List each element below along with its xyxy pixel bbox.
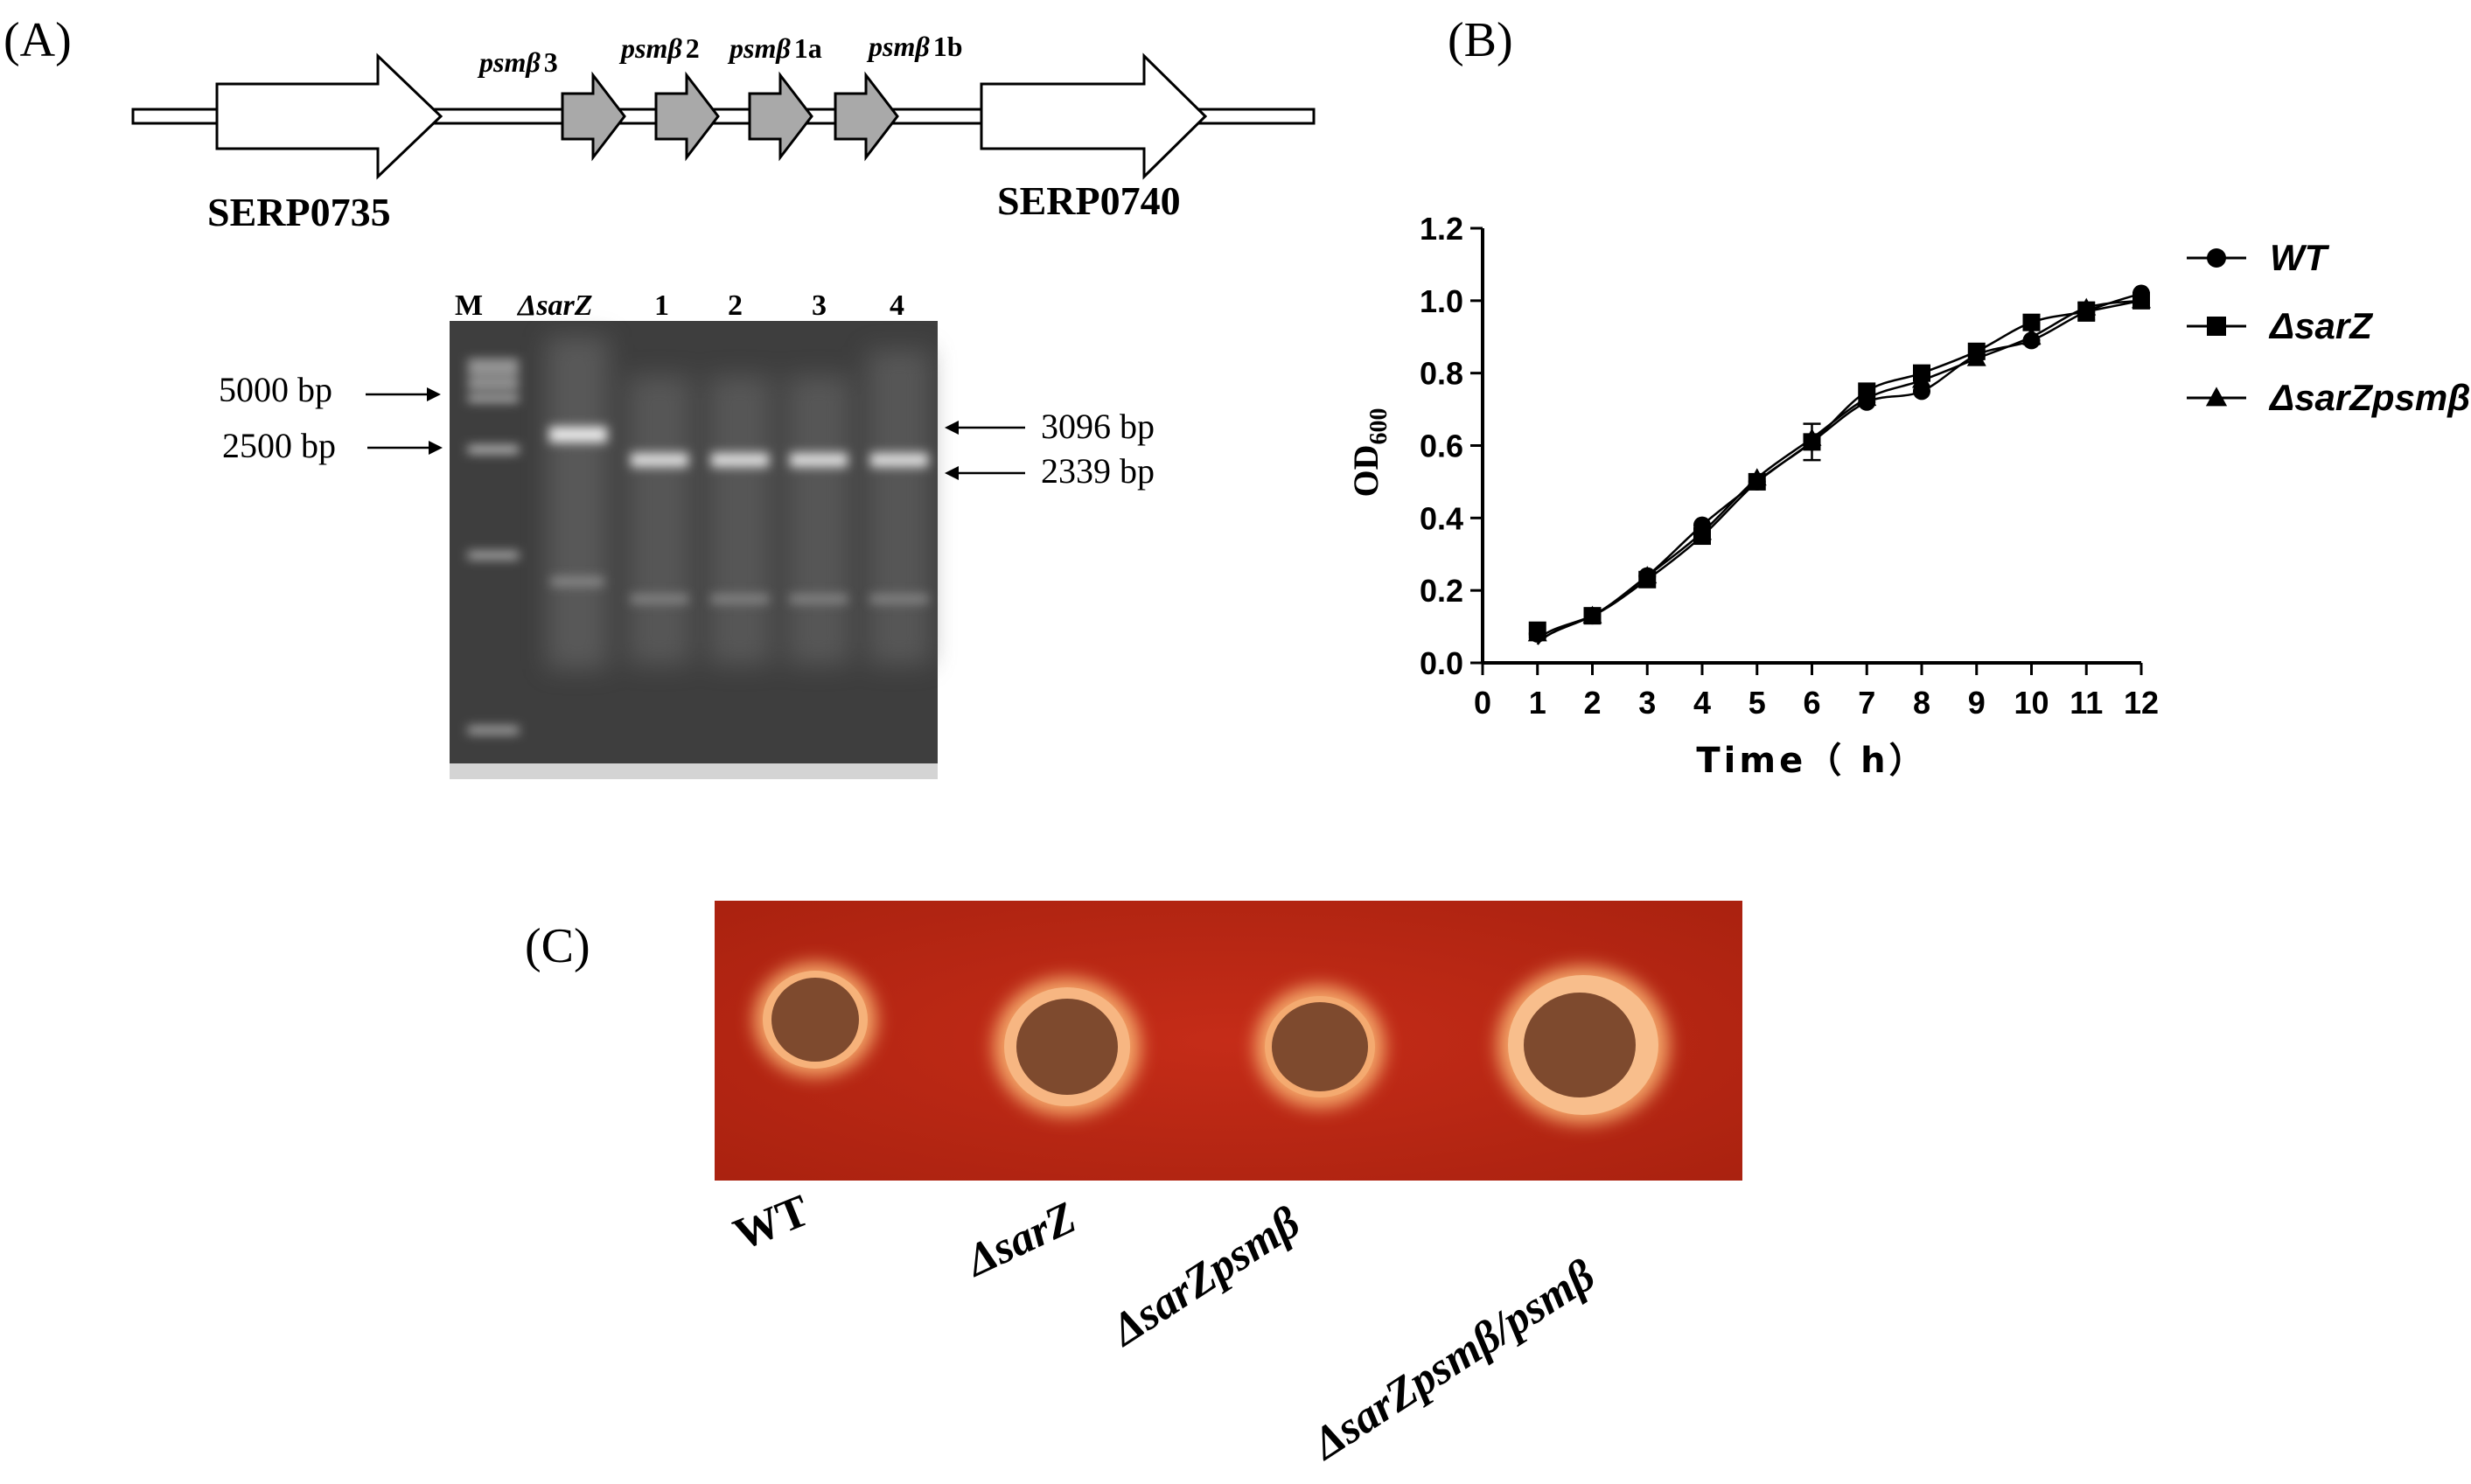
gene-psmb3: [561, 71, 626, 162]
y-axis-title-sub: 600: [1365, 408, 1393, 445]
gene-label-psmb1a-suffix: 1a: [794, 32, 822, 64]
gene-label-serp0735: SERP0735: [207, 190, 391, 234]
gene-psmb1b: [834, 71, 899, 162]
gel-lane-label-m: M: [455, 289, 483, 322]
gene-label-psmb2-suffix: 2: [686, 32, 700, 64]
band-arrowhead-2339: [945, 466, 959, 480]
x-tick-label: 11: [2070, 685, 2103, 721]
x-tick-label: 6: [1803, 685, 1820, 721]
legend-label: WT: [2270, 237, 2330, 278]
x-tick-label: 2: [1583, 685, 1601, 721]
x-tick-label: 4: [1693, 685, 1711, 721]
panel-a-label: (A): [3, 13, 72, 67]
gel-image: M ΔsarZ 1 2 3 4 5000 bp 2500 bp 3096 bp …: [219, 289, 1155, 779]
y-tick-label: 0.4: [1420, 500, 1463, 536]
blood-agar-plate: [715, 901, 1742, 1181]
data-point-triangle: [1747, 468, 1767, 486]
legend-label: ΔsarZpsmβ: [2268, 377, 2470, 418]
data-point-triangle: [1527, 624, 1547, 642]
panel-c-label: (C): [525, 919, 590, 973]
x-tick-label: 0: [1474, 685, 1491, 721]
x-axis-title: Time（ h）: [1696, 741, 1927, 781]
x-tick-label: 3: [1638, 685, 1656, 721]
gel-lane-label-3: 3: [812, 289, 827, 322]
gene-psmb1a: [748, 71, 813, 162]
gel-bands: [549, 427, 928, 603]
data-point-triangle: [1912, 370, 1931, 388]
gene-serp0740: [980, 52, 1208, 180]
y-tick-label: 0.6: [1420, 428, 1463, 464]
gene-label-psmb1a-prefix: psmβ: [727, 32, 791, 64]
gel-lane-label-sarz: ΔsarZ: [516, 289, 593, 322]
colony-sarzpsmb: [1255, 986, 1385, 1108]
y-axis-title-main: OD: [1346, 445, 1386, 498]
x-tick-label: 5: [1749, 685, 1766, 721]
legend-marker-triangle: [2205, 387, 2228, 407]
gene-psmb2: [654, 71, 720, 162]
gel-ladder: [468, 360, 519, 734]
strain-label-sarz: ΔsarZ: [957, 1193, 1083, 1287]
legend-marker-square: [2207, 317, 2226, 336]
strain-label-sarzpsmb: ΔsarZpsmβ: [1101, 1197, 1309, 1356]
ladder-label-5000: 5000 bp: [219, 370, 332, 409]
data-point-triangle: [1582, 605, 1602, 624]
y-tick-label: 0.8: [1420, 356, 1463, 392]
band-arrowhead-3096: [945, 421, 959, 435]
legend-label: ΔsarZ: [2268, 305, 2373, 346]
x-tick-label: 7: [1858, 685, 1875, 721]
gel-smears: [547, 337, 931, 669]
panel-b-label: (B): [1448, 13, 1513, 67]
x-tick-label: 10: [2014, 685, 2049, 721]
data-point-triangle: [1637, 566, 1658, 584]
colony-sarz: [994, 978, 1141, 1116]
y-tick-label: 0.2: [1420, 573, 1463, 609]
x-tick-label: 12: [2124, 685, 2159, 721]
data-point-square: [2022, 313, 2041, 331]
gene-label-serp0740: SERP0740: [997, 178, 1181, 223]
gel-lane-label-2: 2: [728, 289, 743, 322]
gene-label-psmb1b-suffix: 1b: [933, 31, 963, 62]
panel-c: (C) WT Δ: [525, 901, 1742, 1470]
gel-lane-label-4: 4: [890, 289, 904, 322]
gene-serp0735: [215, 52, 443, 180]
y-tick-label: 1.2: [1420, 211, 1463, 247]
data-point-triangle: [2132, 290, 2151, 309]
band-label-3096: 3096 bp: [1041, 407, 1155, 446]
gene-label-psmb2-prefix: psmβ: [618, 32, 682, 64]
colony-sarzpsmb-psmb: [1497, 966, 1669, 1124]
strain-label-wt: WT: [727, 1186, 816, 1260]
y-tick-label: 0.0: [1420, 645, 1463, 681]
gel-background: [450, 321, 938, 776]
gene-label-psmb3-prefix: psmβ: [477, 46, 541, 78]
ladder-arrowhead-5000: [427, 387, 441, 401]
gene-label-psmb1b-prefix: psmβ: [866, 31, 930, 62]
y-axis-title: OD600: [1346, 408, 1393, 498]
strain-label-sarzpsmb-psmb: ΔsarZpsmβ/psmβ: [1302, 1250, 1604, 1470]
x-tick-label: 9: [1968, 685, 1986, 721]
data-point-triangle: [1966, 348, 1986, 366]
y-tick-label: 1.0: [1420, 283, 1463, 319]
x-tick-label: 8: [1913, 685, 1930, 721]
gel-lane-label-1: 1: [654, 289, 669, 322]
gene-label-psmb3-suffix: 3: [544, 46, 558, 78]
gel-bottom-strip: [450, 763, 938, 779]
x-tick-label: 1: [1529, 685, 1546, 721]
colony-wt: [754, 963, 876, 1076]
ladder-arrowhead-2500: [429, 441, 443, 455]
data-point-triangle: [1857, 388, 1877, 407]
band-label-2339: 2339 bp: [1041, 451, 1155, 491]
legend-marker-circle: [2207, 248, 2226, 268]
ladder-label-2500: 2500 bp: [222, 426, 336, 465]
data-point-triangle: [1693, 522, 1712, 540]
